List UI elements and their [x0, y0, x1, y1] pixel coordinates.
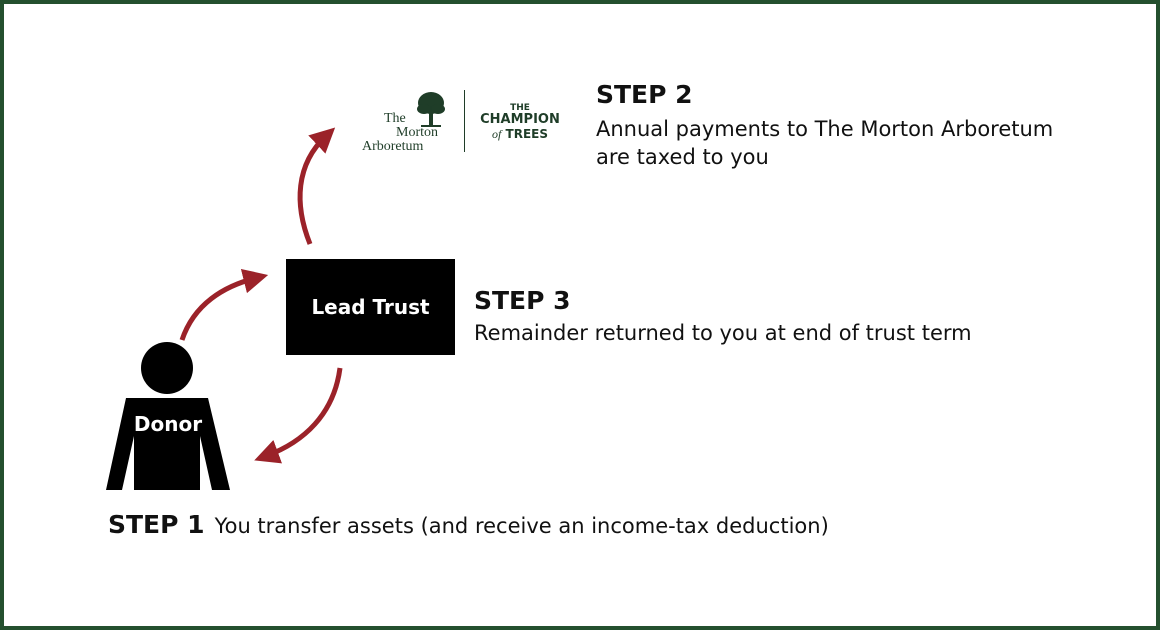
logo-arboretum: Arboretum [362, 139, 424, 154]
step2-title: STEP 2 [596, 80, 693, 109]
flow-arrows [179, 127, 343, 464]
logo-of: of [492, 127, 502, 141]
step3-line1: Remainder returned to you at end of trus… [474, 321, 972, 345]
logo-of-trees: of TREES [476, 127, 564, 141]
lead-trust-box: Lead Trust [286, 259, 455, 355]
arrow-trust-to-arboretum [297, 127, 336, 245]
donor-label: Donor [133, 412, 203, 436]
step2-line1: Annual payments to The Morton Arboretum [596, 117, 1054, 141]
logo-champion-the: THE [510, 103, 530, 113]
logo-champion: CHAMPION [480, 112, 560, 127]
step1-text: You transfer assets (and receive an inco… [214, 514, 829, 538]
logo-divider [464, 90, 465, 152]
arrow-trust-to-donor [254, 367, 343, 464]
step1-caption: STEP 1 You transfer assets (and receive … [108, 510, 829, 541]
tree-icon [417, 92, 445, 127]
logo-morton: Morton [396, 125, 438, 140]
logo-the: The [384, 111, 406, 126]
donor-person-icon [106, 342, 230, 490]
step1-title: STEP 1 [108, 510, 205, 539]
logo-trees: TREES [505, 127, 548, 141]
lead-trust-label: Lead Trust [311, 295, 430, 319]
step3-title: STEP 3 [474, 286, 571, 315]
arrow-donor-to-trust [179, 268, 269, 341]
step2-line2: are taxed to you [596, 145, 769, 169]
